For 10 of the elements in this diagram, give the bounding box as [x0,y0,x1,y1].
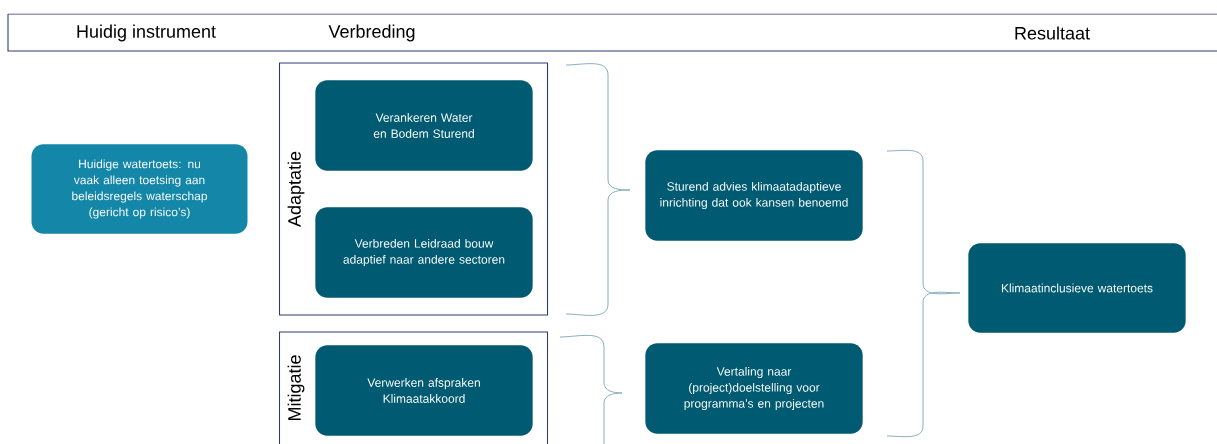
process-box: Verbreden Leidraad bouw adaptief naar andere sectoren [315,207,533,298]
process-box: Verankeren Water en Bodem Sturend [315,80,533,171]
column-heading: Verbreding [328,24,415,42]
column-heading: Huidig instrument [77,24,216,42]
process-box: Vertaling naar (project)doelstelling voor programma’s en projecten [645,343,863,434]
column-heading: Resultaat [1015,26,1090,40]
process-box: Sturend advies klimaatadaptieve inrichting dat ook kansen benoemd [645,150,863,241]
process-box: Klimaatinclusieve watertoets [968,243,1186,333]
process-box: Verwerken afspraken Klimaatakkoord [315,345,533,436]
process-box: Huidige watertoets: nu vaak alleen toetsing aan beleidsregels waterschap (gericht op risico’s) [31,144,248,234]
